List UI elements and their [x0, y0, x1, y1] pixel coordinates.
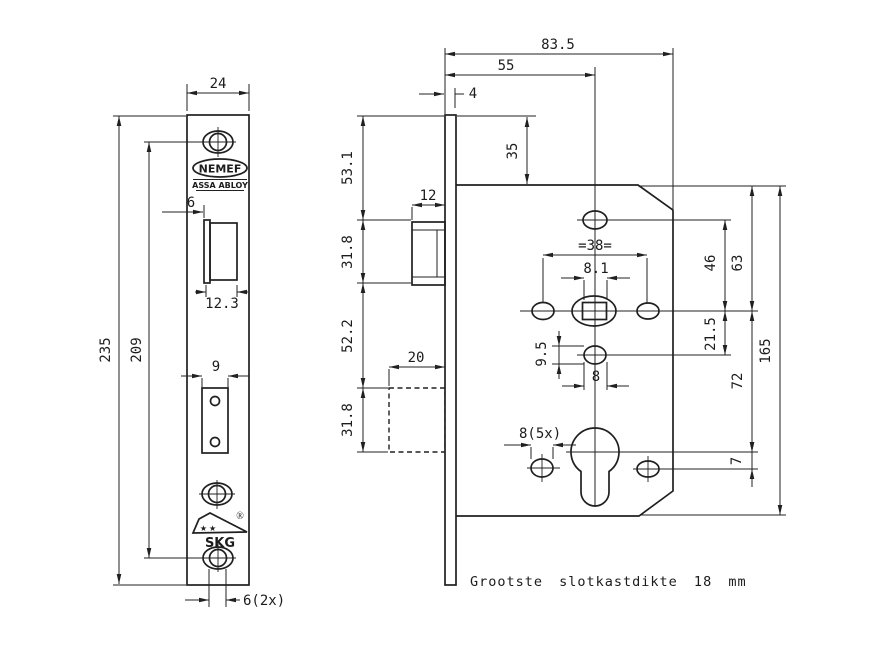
spindle-row [520, 295, 758, 327]
spindle-square-hole [581, 301, 608, 321]
case-hole-lower-right [633, 456, 758, 482]
skg-stars: ★ ★ [200, 524, 216, 533]
faceplate-front-view: NEMEF ASSA ABLOY ★ ★ ® SKG [186, 114, 250, 586]
dim-plate-to-latch: 53.1 [340, 151, 356, 185]
dim-spindle-to-oblong: 21.5 [703, 317, 719, 351]
nemef-logo: NEMEF ASSA ABLOY [192, 158, 248, 191]
case-hole-top [577, 210, 731, 230]
dim-latch-width: 12.3 [205, 296, 239, 312]
registered-mark: ® [236, 511, 244, 522]
case-hole-lower-left [527, 454, 560, 482]
dim-latch-depth: 12 [420, 188, 437, 204]
dim-bolt-cutout: 9 [212, 359, 220, 375]
deadbolt-side [388, 387, 446, 453]
dim-latch-offset: 6 [187, 195, 195, 211]
dim-hole-to-spindle: 46 [703, 255, 719, 272]
deadbolt-front [201, 387, 229, 454]
oblong-hole [577, 345, 731, 365]
faceplate-edge [444, 114, 457, 586]
dim-plate-to-case: 35 [505, 143, 521, 160]
dim-fix-holes: 8(5x) [519, 426, 561, 442]
dim-case-to-spindle: 63 [730, 255, 746, 272]
dim-cyl-to-hole: 7 [729, 457, 745, 465]
dim-latch-to-bolt: 52.2 [340, 319, 356, 353]
assa-abloy-wordmark: ASSA ABLOY [192, 181, 248, 190]
nemef-wordmark: NEMEF [199, 163, 242, 176]
screw-hole-top [200, 127, 236, 157]
dim-backset: 55 [498, 58, 515, 74]
dim-plate-thickness: 4 [469, 86, 477, 102]
faceplate-outline [186, 114, 250, 586]
dim-screw-holes: 6(2x) [243, 593, 285, 609]
dim-spindle-square: 8.1 [583, 261, 608, 277]
latch-front [203, 219, 238, 284]
dim-hole-pitch: =38= [578, 238, 612, 254]
dim-front-height: 235 [98, 337, 114, 362]
dim-case-height: 165 [758, 338, 774, 363]
latch-side [411, 221, 446, 286]
dim-bolt-height: 31.8 [340, 403, 356, 437]
dim-latch-height: 31.8 [340, 235, 356, 269]
side-view-dimensions: 83.5 55 4 35 53.1 31.8 52.2 31.8 12 20 =… [340, 37, 786, 516]
dim-oblong-height: 9.5 [534, 341, 550, 366]
front-view-dimensions: 24 235 209 6 12.3 9 6(2x) [98, 76, 285, 609]
screw-hole-middle [199, 480, 235, 509]
dim-depth: 83.5 [541, 37, 575, 53]
dim-bolt-depth: 20 [408, 350, 425, 366]
case-outline [456, 184, 674, 517]
dim-oblong-width: 8 [592, 369, 600, 385]
dim-screw-pitch: 209 [129, 337, 145, 362]
screw-hole-bottom [200, 544, 236, 572]
dim-front-width: 24 [210, 76, 227, 92]
dim-pc-distance: 72 [730, 373, 746, 390]
spindle-hub [571, 295, 617, 327]
note-max-case-thickness: Grootste slotkastdikte 18 mm [470, 574, 747, 590]
